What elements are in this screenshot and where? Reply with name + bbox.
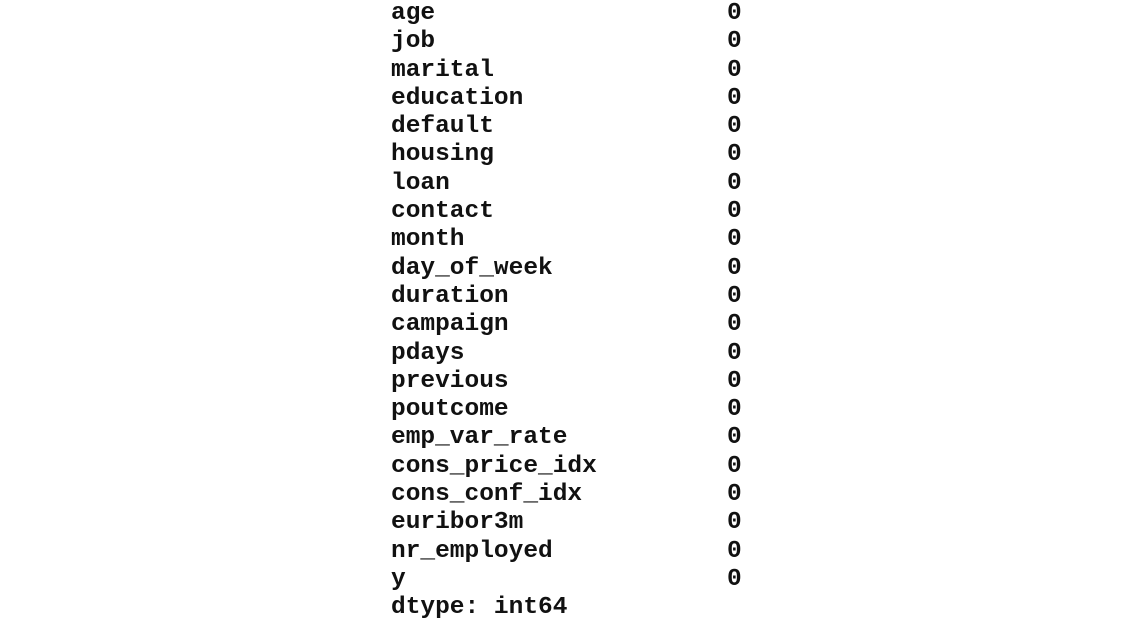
series-value: 0	[727, 396, 742, 424]
series-index-label: housing	[391, 141, 494, 169]
series-value: 0	[727, 226, 742, 254]
series-row: poutcome 0	[391, 396, 751, 424]
series-value: 0	[727, 481, 742, 509]
series-value: 0	[727, 367, 742, 395]
series-index-label: euribor3m	[391, 509, 524, 537]
series-row: y 0	[391, 566, 751, 594]
series-row: default 0	[391, 113, 751, 141]
series-row: loan 0	[391, 170, 751, 198]
series-row: campaign 0	[391, 311, 751, 339]
series-value: 0	[727, 282, 742, 310]
series-index-label: cons_conf_idx	[391, 481, 583, 509]
series-value: 0	[727, 452, 742, 480]
series-row: pdays 0	[391, 340, 751, 368]
series-value: 0	[727, 113, 742, 141]
series-value: 0	[727, 509, 742, 537]
series-index-label: day_of_week	[391, 254, 553, 282]
series-row: contact 0	[391, 198, 751, 226]
series-row: cons_price_idx 0	[391, 453, 751, 481]
series-value: 0	[727, 424, 742, 452]
series-index-label: nr_employed	[391, 537, 553, 565]
series-index-label: y	[391, 565, 406, 593]
series-row: marital 0	[391, 57, 751, 85]
series-row: euribor3m 0	[391, 509, 751, 537]
series-value: 0	[727, 311, 742, 339]
series-row: day_of_week 0	[391, 255, 751, 283]
series-row: age 0	[391, 0, 751, 28]
series-value: 0	[727, 56, 742, 84]
series-value: 0	[727, 565, 742, 593]
series-index-label: month	[391, 226, 465, 254]
series-value: 0	[727, 28, 742, 56]
series-index-label: campaign	[391, 311, 509, 339]
dtype-line: dtype: int64	[391, 594, 568, 622]
series-index-label: previous	[391, 367, 509, 395]
series-value: 0	[727, 84, 742, 112]
series-value: 0	[727, 339, 742, 367]
series-value: 0	[727, 537, 742, 565]
series-index-label: pdays	[391, 339, 465, 367]
series-row: nr_employed 0	[391, 538, 751, 566]
series-value: 0	[727, 198, 742, 226]
series-value: 0	[727, 169, 742, 197]
series-row: emp_var_rate 0	[391, 424, 751, 452]
series-index-label: emp_var_rate	[391, 424, 568, 452]
series-index-label: job	[391, 28, 436, 56]
series-index-label: education	[391, 84, 524, 112]
series-value: 0	[727, 254, 742, 282]
series-output: age 0 job 0 marital 0 education 0 defaul…	[391, 0, 751, 623]
series-index-label: loan	[391, 169, 450, 197]
series-row: housing 0	[391, 141, 751, 169]
series-index-label: marital	[391, 56, 494, 84]
series-value: 0	[727, 0, 742, 27]
series-index-label: duration	[391, 282, 509, 310]
series-index-label: poutcome	[391, 396, 509, 424]
series-index-label: cons_price_idx	[391, 452, 597, 480]
series-index-label: age	[391, 0, 436, 27]
series-row: cons_conf_idx 0	[391, 481, 751, 509]
series-row: education 0	[391, 85, 751, 113]
series-row: duration 0	[391, 283, 751, 311]
series-value: 0	[727, 141, 742, 169]
series-index-label: default	[391, 113, 494, 141]
series-row: previous 0	[391, 368, 751, 396]
series-row: job 0	[391, 28, 751, 56]
series-row: month 0	[391, 226, 751, 254]
series-index-label: contact	[391, 198, 494, 226]
